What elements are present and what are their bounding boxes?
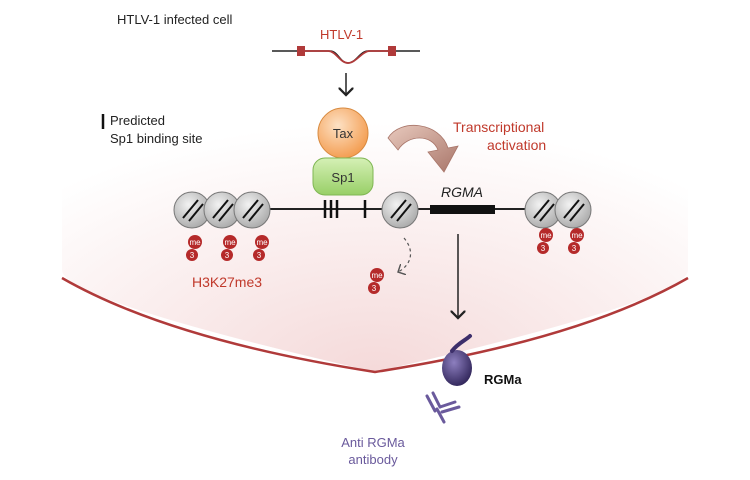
me3-mark: me 3	[253, 235, 269, 261]
mark-label: H3K27me3	[192, 274, 262, 290]
me3-mark-released: me 3	[368, 268, 384, 294]
sp1-protein: Sp1	[312, 157, 374, 196]
antibody-line1: Anti RGMa	[341, 435, 405, 450]
tax-label: Tax	[333, 126, 354, 141]
ltr-left	[297, 46, 305, 56]
me-label: me	[540, 231, 552, 240]
me-label: me	[571, 231, 583, 240]
nucleosome	[554, 191, 592, 229]
gene-label: RGMA	[441, 184, 483, 200]
nucleosome	[173, 191, 211, 229]
rgma-gene	[430, 205, 495, 214]
me-label: me	[256, 238, 268, 247]
three-label: 3	[257, 251, 262, 260]
methyl-marks: me 3 me 3 me 3 me 3 me 3	[186, 228, 584, 294]
me-label: me	[371, 271, 383, 280]
activation-arrow-icon	[387, 124, 459, 173]
nucleosome	[203, 191, 241, 229]
nucleosome	[233, 191, 271, 229]
ltr-right	[388, 46, 396, 56]
three-label: 3	[372, 284, 377, 293]
protein-label: RGMa	[484, 372, 522, 387]
htlv1-provirus: HTLV-1	[272, 27, 420, 64]
sp1-binding-sites	[323, 200, 367, 218]
activation-line1: Transcriptional	[453, 119, 544, 135]
three-label: 3	[225, 251, 230, 260]
me-label: me	[224, 238, 236, 247]
legend-line2: Sp1 binding site	[110, 131, 203, 146]
cell-label: HTLV-1 infected cell	[117, 12, 232, 27]
three-label: 3	[541, 244, 546, 253]
antibody-line2: antibody	[348, 452, 398, 467]
sp1-label: Sp1	[331, 170, 354, 185]
antibody-icon	[425, 391, 461, 424]
me3-mark: me 3	[186, 235, 202, 261]
me3-mark: me 3	[537, 228, 553, 254]
me-label: me	[189, 238, 201, 247]
cell-body	[61, 40, 689, 374]
cell-membrane	[61, 276, 689, 374]
me3-mark: me 3	[568, 228, 584, 254]
tax-protein: Tax	[317, 107, 369, 159]
three-label: 3	[190, 251, 195, 260]
nucleosome	[381, 191, 419, 229]
legend-line1: Predicted	[110, 113, 165, 128]
three-label: 3	[572, 244, 577, 253]
nucleosomes	[173, 191, 592, 229]
demethylation-arrow	[398, 237, 412, 272]
rgma-protein: RGMa	[442, 334, 522, 387]
virus-label: HTLV-1	[320, 27, 363, 42]
me3-mark: me 3	[221, 235, 237, 261]
activation-line2: activation	[487, 137, 546, 153]
legend: Predicted Sp1 binding site	[101, 113, 203, 146]
provirus-genome	[302, 50, 392, 64]
